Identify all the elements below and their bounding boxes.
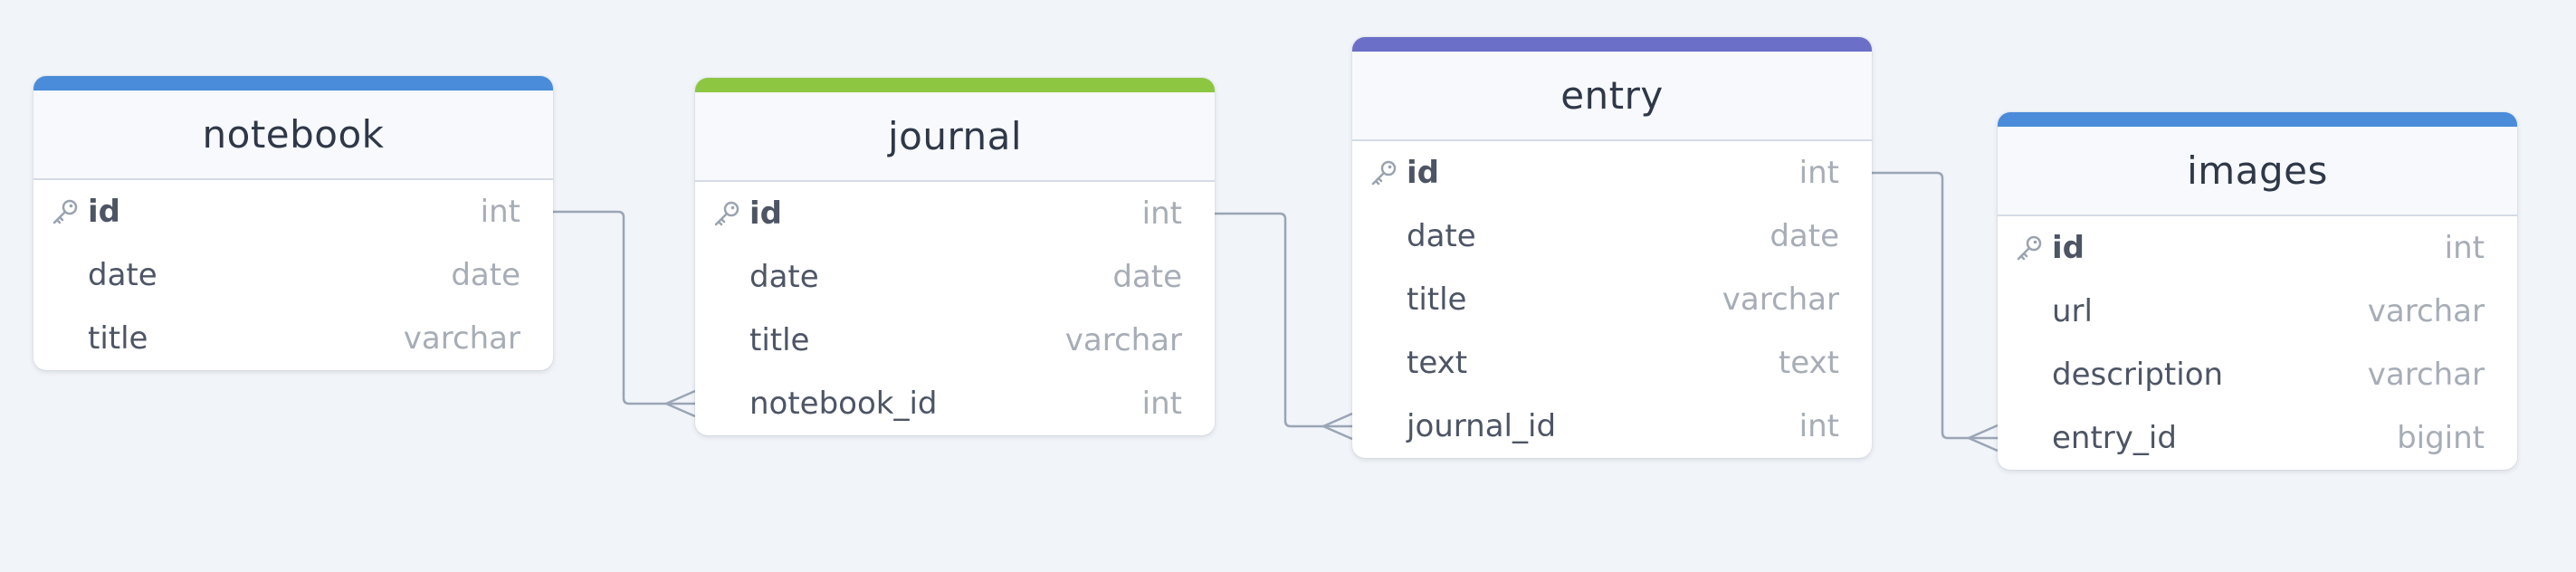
relation-line-notebook-journal [553,210,695,405]
table-row-date[interactable]: date date [33,243,553,307]
table-row-title[interactable]: title varchar [695,309,1215,372]
column-type: date [451,257,520,293]
column-type: varchar [403,320,520,357]
column-name: date [749,259,819,295]
table-row-id[interactable]: id int [695,182,1215,245]
table-row-id[interactable]: id int [1352,141,1872,205]
table-accent-bar [33,76,553,91]
column-type: int [1141,386,1182,422]
column-type: int [1141,195,1182,232]
table-row-text[interactable]: text text [1352,331,1872,395]
table-title: images [2187,148,2328,193]
column-name: journal_id [1407,408,1557,444]
column-type: date [1112,259,1182,295]
table-title: notebook [202,112,385,157]
table-accent-bar [695,78,1215,92]
column-name: title [749,322,810,358]
column-name: url [2052,293,2093,329]
table-title: journal [887,114,1023,158]
column-type: bigint [2397,420,2485,456]
table-journal[interactable]: journal id int date date title varchar n… [695,78,1215,435]
key-icon [52,199,78,224]
column-name: date [1407,218,1476,254]
table-row-title[interactable]: title varchar [1352,268,1872,331]
column-name: id [749,195,782,232]
column-type: text [1778,345,1839,381]
column-name: title [88,320,148,357]
table-row-journal-id[interactable]: journal_id int [1352,395,1872,458]
column-type: varchar [1722,281,1839,318]
column-type: varchar [1064,322,1182,358]
table-notebook[interactable]: notebook id int date date title varchar [33,76,553,370]
crows-foot-journal [665,389,696,418]
table-row-title[interactable]: title varchar [33,307,553,370]
table-row-id[interactable]: id int [1998,216,2517,280]
column-name: date [88,257,157,293]
column-name: description [2052,357,2224,393]
column-type: varchar [2367,357,2485,393]
table-row-url[interactable]: url varchar [1998,280,2517,343]
relation-line-entry-images [1872,171,1998,440]
key-icon [2017,235,2042,261]
table-images[interactable]: images id int url varchar description va… [1998,112,2517,470]
column-name: id [1407,155,1439,191]
table-header[interactable]: notebook [33,91,553,180]
table-row-entry-id[interactable]: entry_id bigint [1998,406,2517,470]
table-header[interactable]: journal [695,92,1215,182]
table-accent-bar [1352,37,1872,52]
column-name: title [1407,281,1467,318]
column-type: date [1770,218,1839,254]
table-row-date[interactable]: date date [695,245,1215,309]
column-type: int [480,194,520,230]
table-entry[interactable]: entry id int date date title varchar tex… [1352,37,1872,458]
column-type: int [2444,230,2485,266]
table-row-description[interactable]: description varchar [1998,343,2517,406]
column-name: id [2052,230,2085,266]
crows-foot-entry [1322,412,1353,441]
table-row-date[interactable]: date date [1352,205,1872,268]
table-title: entry [1560,73,1664,118]
table-header[interactable]: images [1998,127,2517,216]
column-type: int [1798,155,1839,191]
table-row-notebook-id[interactable]: notebook_id int [695,372,1215,435]
table-row-id[interactable]: id int [33,180,553,243]
crows-foot-images [1968,424,1999,453]
key-icon [1371,160,1397,186]
column-type: int [1798,408,1839,444]
table-accent-bar [1998,112,2517,127]
column-name: id [88,194,120,230]
column-name: notebook_id [749,386,938,422]
key-icon [714,201,739,226]
column-name: entry_id [2052,420,2177,456]
relation-line-journal-entry [1215,212,1352,428]
column-type: varchar [2367,293,2485,329]
table-header[interactable]: entry [1352,52,1872,141]
column-name: text [1407,345,1468,381]
